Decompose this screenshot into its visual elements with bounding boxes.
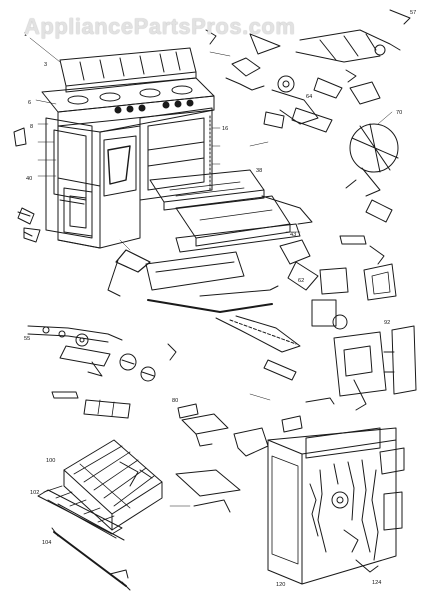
- part-label-rack: 102: [30, 490, 39, 496]
- rack: [37, 485, 125, 541]
- part-label-bottom-rail: 55: [24, 336, 30, 342]
- bottom-rail: [27, 325, 177, 419]
- ignition-module: [333, 325, 417, 411]
- part-label-spit-rod: 104: [42, 540, 51, 546]
- part-label-control-panel: 6: [28, 100, 31, 106]
- callout-leaders: [29, 37, 393, 507]
- part-label-burner-valve-assembly: 64: [306, 94, 312, 100]
- drawer-front: [13, 127, 41, 243]
- rotisserie-basket: [63, 439, 163, 531]
- range-body: [17, 47, 215, 249]
- thermostat-knob: [345, 123, 399, 197]
- back-cover-panel: [267, 427, 405, 585]
- part-label-back-cover-panel: 120: [276, 582, 285, 588]
- part-label-gas-valve: 62: [298, 278, 304, 284]
- surface-burner: [175, 397, 335, 513]
- part-label-wiring-harness: 124: [372, 580, 381, 586]
- part-label-rotisserie-basket: 100: [46, 458, 55, 464]
- part-label-ignition-module: 92: [384, 320, 390, 326]
- wiring-harness: [309, 459, 379, 573]
- part-label-backguard: 3: [44, 62, 47, 68]
- gas-valve: [279, 199, 397, 330]
- oven-door: [45, 117, 93, 239]
- part-label-drawer-front: 40: [26, 176, 32, 182]
- part-label-top-right-bracket: 57: [410, 10, 416, 16]
- part-label-oven-cavity: 16: [222, 126, 228, 132]
- part-label-oven-door: 8: [30, 124, 33, 130]
- part-label-broiler-pan: 38: [256, 168, 262, 174]
- part-label-lower-panel: 43: [290, 232, 296, 238]
- broiler-pan: [149, 169, 313, 247]
- burner-valve-assembly: [205, 9, 411, 133]
- part-label-surface-burner: 80: [172, 398, 178, 404]
- spit-rod: [51, 527, 131, 591]
- part-labels: 1 3 6 8 16 38 40 43 55 62 64 70 80 100 1…: [24, 10, 416, 588]
- lower-panel: [107, 223, 301, 381]
- part-label-thermostat-knob: 70: [396, 110, 402, 116]
- part-label-range-body: 1: [24, 32, 27, 38]
